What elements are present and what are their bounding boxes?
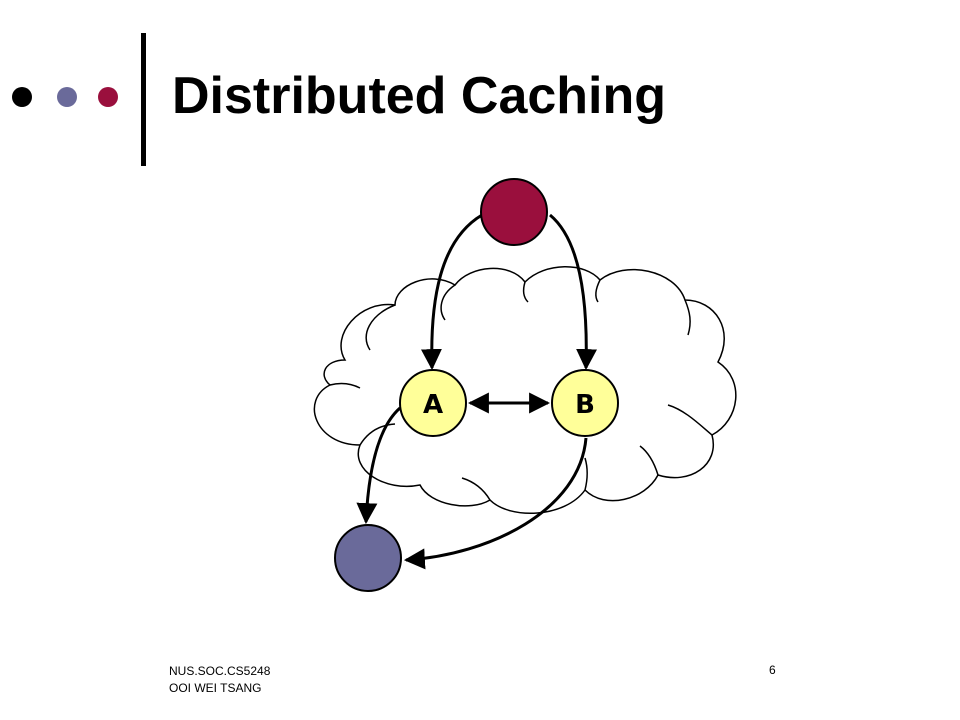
client-node [334, 524, 402, 592]
slide-footer: NUS.SOC.CS5248 OOI WEI TSANG [169, 663, 270, 697]
black-dot-icon [12, 87, 32, 107]
network-cloud [313, 266, 737, 515]
edge-b-to-client [403, 437, 588, 570]
edge-server-to-a [420, 213, 483, 371]
slide-title: Distributed Caching [172, 67, 667, 125]
title-divider [141, 33, 146, 166]
origin-server-node [480, 178, 548, 246]
page-number: 6 [769, 663, 776, 677]
footer-author: OOI WEI TSANG [169, 681, 262, 695]
cache-node-b-label: B [575, 390, 595, 420]
purple-dot-icon [57, 87, 77, 107]
title-decoration [0, 0, 150, 200]
footer-course: NUS.SOC.CS5248 [169, 664, 271, 678]
edge-a-to-client [356, 406, 402, 525]
cache-node-a-label: A [423, 390, 443, 420]
red-dot-icon [98, 87, 118, 107]
cache-node-b [551, 369, 619, 437]
cache-node-a [399, 369, 467, 437]
diagram-edges [356, 213, 598, 570]
edge-server-to-b [549, 213, 598, 371]
